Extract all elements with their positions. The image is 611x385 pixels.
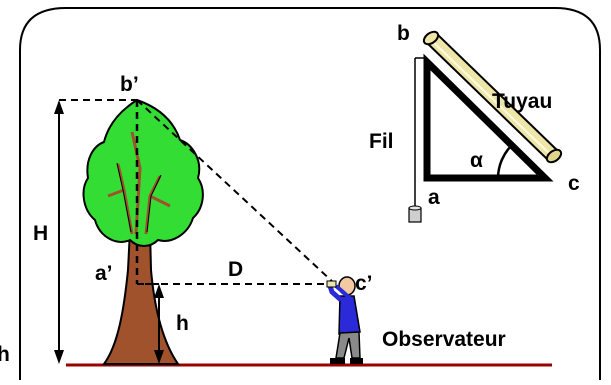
label-b: b: [397, 22, 410, 45]
tree-trunk: [102, 229, 180, 365]
label-h-edge: h: [0, 343, 10, 366]
label-alpha: α: [470, 149, 483, 172]
eye-height-h-arrow: [154, 284, 164, 364]
height-H-arrow: [54, 100, 64, 364]
label-a: a: [428, 186, 440, 209]
label-a-prime: a’: [95, 262, 113, 285]
pipe-tuyau: [422, 30, 563, 164]
plumb-weight: [408, 205, 422, 223]
label-observateur: Observateur: [382, 328, 506, 351]
tree-foliage: [82, 98, 204, 247]
angle-alpha-arc: [496, 144, 513, 179]
tree-branch-outline: [116, 162, 162, 233]
label-h: h: [176, 312, 189, 335]
observer-figure: [326, 276, 363, 364]
label-b-prime: b’: [120, 73, 139, 96]
sight-line: [136, 99, 336, 285]
label-c: c: [568, 172, 580, 195]
label-fil: Fil: [369, 130, 394, 153]
diagram-frame: [19, 7, 601, 380]
label-D: D: [228, 258, 243, 281]
label-c-prime: c’: [355, 272, 373, 295]
clinometer-triangle: [423, 53, 554, 182]
label-tuyau: Tuyau: [492, 90, 552, 113]
tree-branches: [107, 131, 171, 235]
label-H: H: [33, 222, 48, 245]
